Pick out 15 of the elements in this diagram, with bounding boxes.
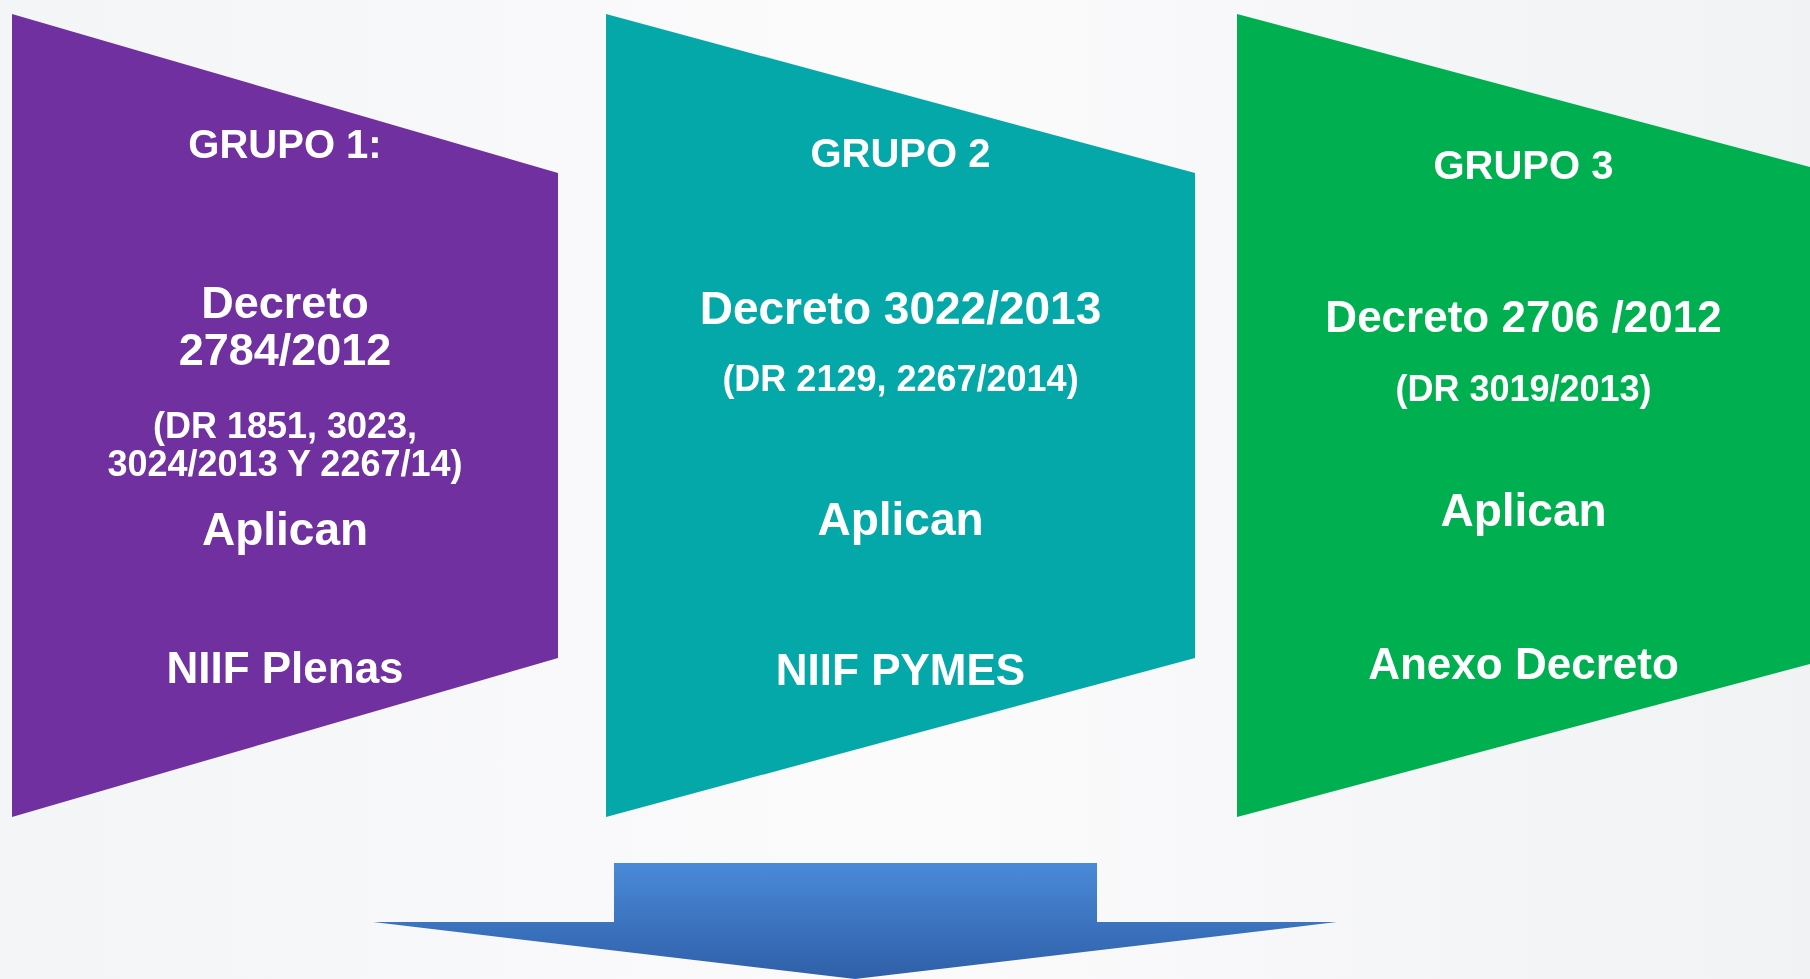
decree-references: (DR 2129, 2267/2014) [721,360,1080,398]
standard-text: Anexo Decreto [1367,640,1680,688]
applies-text: Aplican [816,494,985,544]
decree-title: Decreto 2784/2012 [177,278,393,374]
applies-text: Aplican [1439,485,1608,535]
standard-text: NIIF PYMES [774,646,1027,694]
decree-references: (DR 1851, 3023, 3024/2013 Y 2267/14) [106,407,464,483]
decree-title: Decreto 2706 /2012 [1324,293,1723,341]
group-heading: GRUPO 1: [187,123,383,165]
applies-text: Aplican [200,504,370,554]
standard-text: NIIF Plenas [165,644,405,692]
decree-title: Decreto 3022/2013 [698,283,1103,333]
decree-references: (DR 3019/2013) [1394,370,1653,408]
group-heading: GRUPO 2 [809,132,992,174]
group-heading: GRUPO 3 [1432,144,1615,186]
